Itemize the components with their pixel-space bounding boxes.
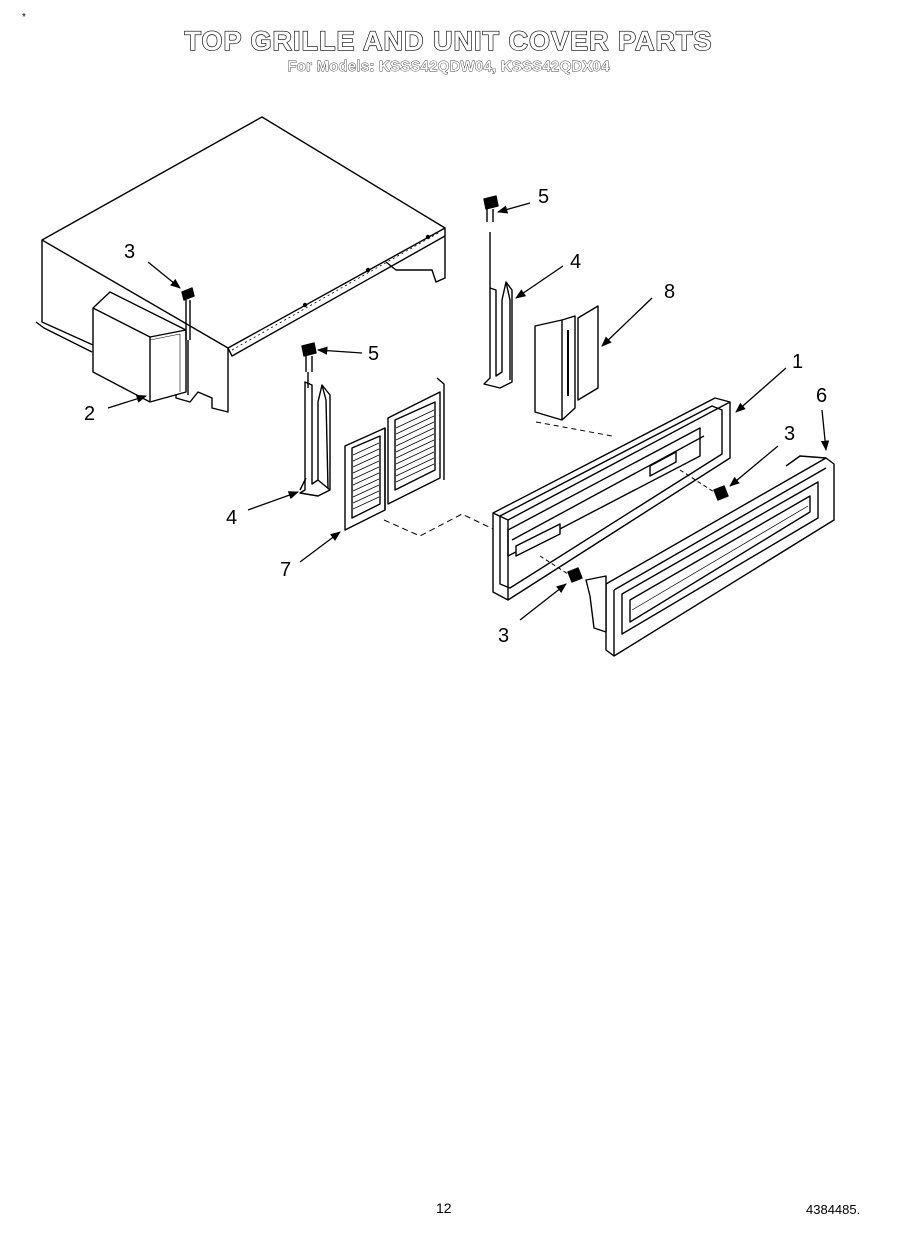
callout-4-right: 4 [570, 251, 581, 273]
callout-6: 6 [816, 385, 827, 407]
screw-icon [181, 287, 195, 395]
callout-3-right: 3 [784, 423, 795, 445]
callout-3-bottom: 3 [498, 625, 509, 647]
grille-frame-part-1 [492, 397, 731, 601]
callout-5-left: 5 [368, 343, 379, 365]
side-panel-part-8 [534, 305, 599, 421]
bracket-right-part-4 [483, 281, 513, 389]
callout-8: 8 [664, 281, 675, 303]
document-number: 4384485. [806, 1202, 861, 1217]
unit-cover [35, 116, 446, 413]
grille-screen-part-7 [344, 377, 496, 537]
corner-mark: * [22, 12, 26, 23]
model-subtitle: For Models: KSSS42QDW04, KSSS42QDX04 [287, 58, 610, 76]
page-number: 12 [436, 1200, 452, 1216]
control-box-part-2 [92, 291, 187, 403]
front-panel-part-6 [585, 455, 835, 657]
screw-icon [301, 342, 317, 388]
callout-7: 7 [280, 559, 291, 581]
callout-5-top: 5 [538, 186, 549, 208]
callout-arrows [107, 202, 830, 621]
callout-labels: 3 2 5 4 8 5 1 6 3 4 7 3 [84, 186, 827, 647]
screw-icon [679, 469, 729, 501]
callout-2: 2 [84, 403, 95, 425]
callout-4-left: 4 [226, 507, 237, 529]
page-title: TOP GRILLE AND UNIT COVER PARTS [184, 25, 713, 56]
bracket-left-part-4 [299, 381, 331, 497]
callout-1: 1 [792, 351, 803, 373]
screw-icon [483, 195, 499, 288]
callout-3-top: 3 [124, 241, 135, 263]
screw-icon [539, 555, 583, 583]
